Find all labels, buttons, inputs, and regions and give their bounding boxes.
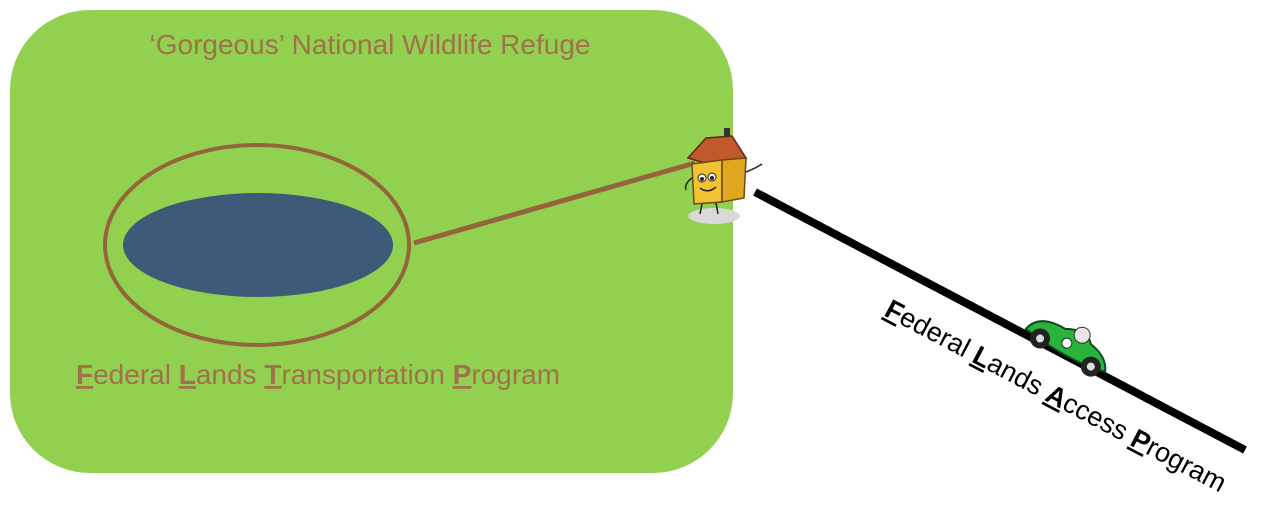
refuge-title: ‘Gorgeous’ National Wildlife Refuge: [150, 29, 591, 60]
fltp-word-2: ransportation: [281, 359, 452, 390]
lake-ring: [103, 143, 411, 347]
fltp-word-1: ands: [196, 359, 265, 390]
flap-word-1: ands: [982, 348, 1054, 405]
flap-word-0: ederal: [895, 301, 982, 366]
fltp-initial-2: T: [264, 359, 281, 390]
fltp-label: Federal Lands Transportation Program: [76, 359, 560, 390]
lake-water: [123, 193, 393, 297]
fltp-initial-1: L: [179, 359, 196, 390]
fltp-initial-0: F: [76, 359, 93, 390]
fltp-word-0: ederal: [93, 359, 179, 390]
access-trail: [413, 160, 696, 246]
fltp-word-3: rogram: [471, 359, 560, 390]
house-character-icon: [684, 128, 763, 224]
flap-word-3: rogram: [1142, 432, 1232, 498]
flap-word-2: ccess: [1058, 388, 1140, 450]
race-car-icon: [1024, 320, 1107, 377]
access-road: [753, 188, 1247, 454]
fltp-initial-3: P: [453, 359, 472, 390]
